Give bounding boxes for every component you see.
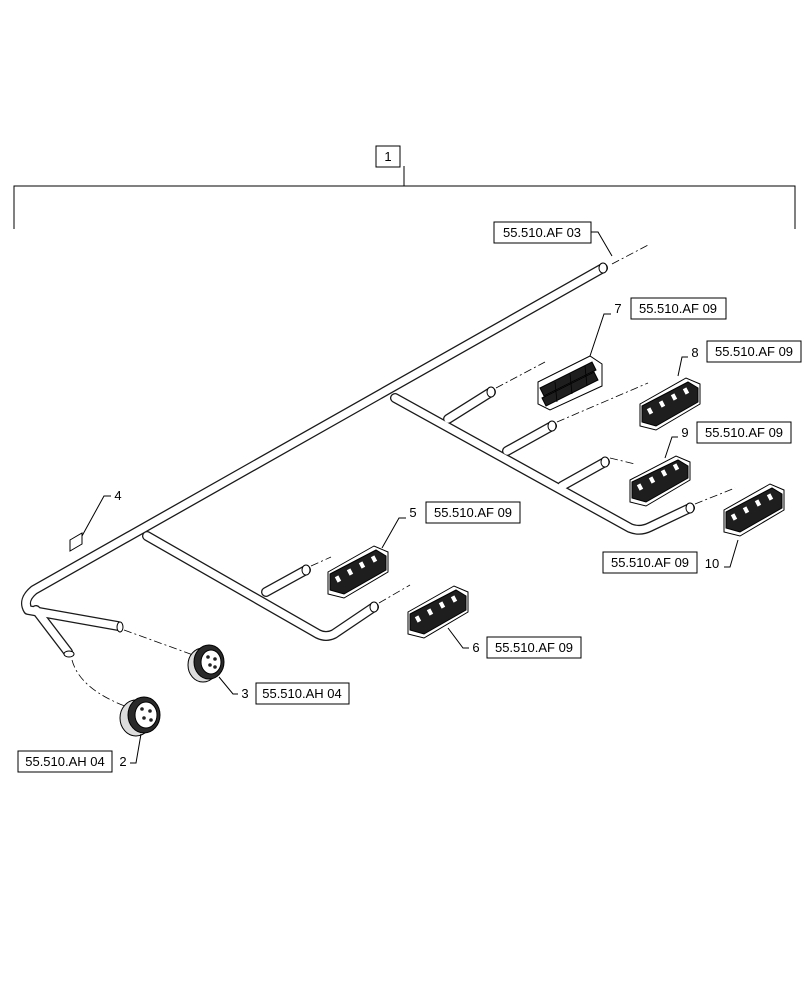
ref-label: 55.510.AF 03 <box>503 225 581 240</box>
item-number: 6 <box>472 640 479 655</box>
connector-10 <box>723 483 785 537</box>
ref-label: 55.510.AH 04 <box>25 754 105 769</box>
connector-9 <box>629 455 691 507</box>
ref-label: 55.510.AF 09 <box>434 505 512 520</box>
item-number: 10 <box>705 556 719 571</box>
ref-label: 55.510.AH 04 <box>262 686 342 701</box>
callout-5: 5 55.510.AF 09 <box>381 501 521 549</box>
callout-af03: 55.510.AF 03 <box>493 221 613 257</box>
harness-cable <box>21 262 695 658</box>
callout-2: 55.510.AH 04 2 <box>17 733 142 773</box>
label-tag-4 <box>69 532 83 552</box>
callout-4: 4 <box>81 488 122 537</box>
connector-7 <box>537 355 603 411</box>
item-number: 7 <box>614 301 621 316</box>
item-number: 8 <box>691 345 698 360</box>
connector-dash-lines <box>71 243 736 709</box>
callout-6: 6 55.510.AF 09 <box>447 627 582 659</box>
round-connector-2 <box>119 696 161 737</box>
assembly-number-box <box>375 145 401 168</box>
item-number: 5 <box>409 505 416 520</box>
round-connector-3 <box>187 644 225 683</box>
item-number: 9 <box>681 425 688 440</box>
assembly-number: 1 <box>384 149 391 164</box>
connector-6 <box>407 585 469 639</box>
ref-label: 55.510.AF 09 <box>495 640 573 655</box>
callout-8: 8 55.510.AF 09 <box>677 340 802 377</box>
callout-10: 55.510.AF 09 10 <box>602 539 739 574</box>
ref-label: 55.510.AF 09 <box>611 555 689 570</box>
callout-7: 7 55.510.AF 09 <box>589 297 727 357</box>
item-number: 3 <box>241 686 248 701</box>
callout-3: 3 55.510.AH 04 <box>218 676 350 705</box>
connector-8 <box>639 377 701 431</box>
callout-9: 9 55.510.AF 09 <box>664 421 792 459</box>
ref-label: 55.510.AF 09 <box>639 301 717 316</box>
connector-5 <box>327 545 389 599</box>
item-number: 2 <box>119 754 126 769</box>
assembly-bracket: 1 <box>13 145 796 229</box>
item-number: 4 <box>114 488 121 503</box>
ref-label: 55.510.AF 09 <box>715 344 793 359</box>
ref-label: 55.510.AF 09 <box>705 425 783 440</box>
